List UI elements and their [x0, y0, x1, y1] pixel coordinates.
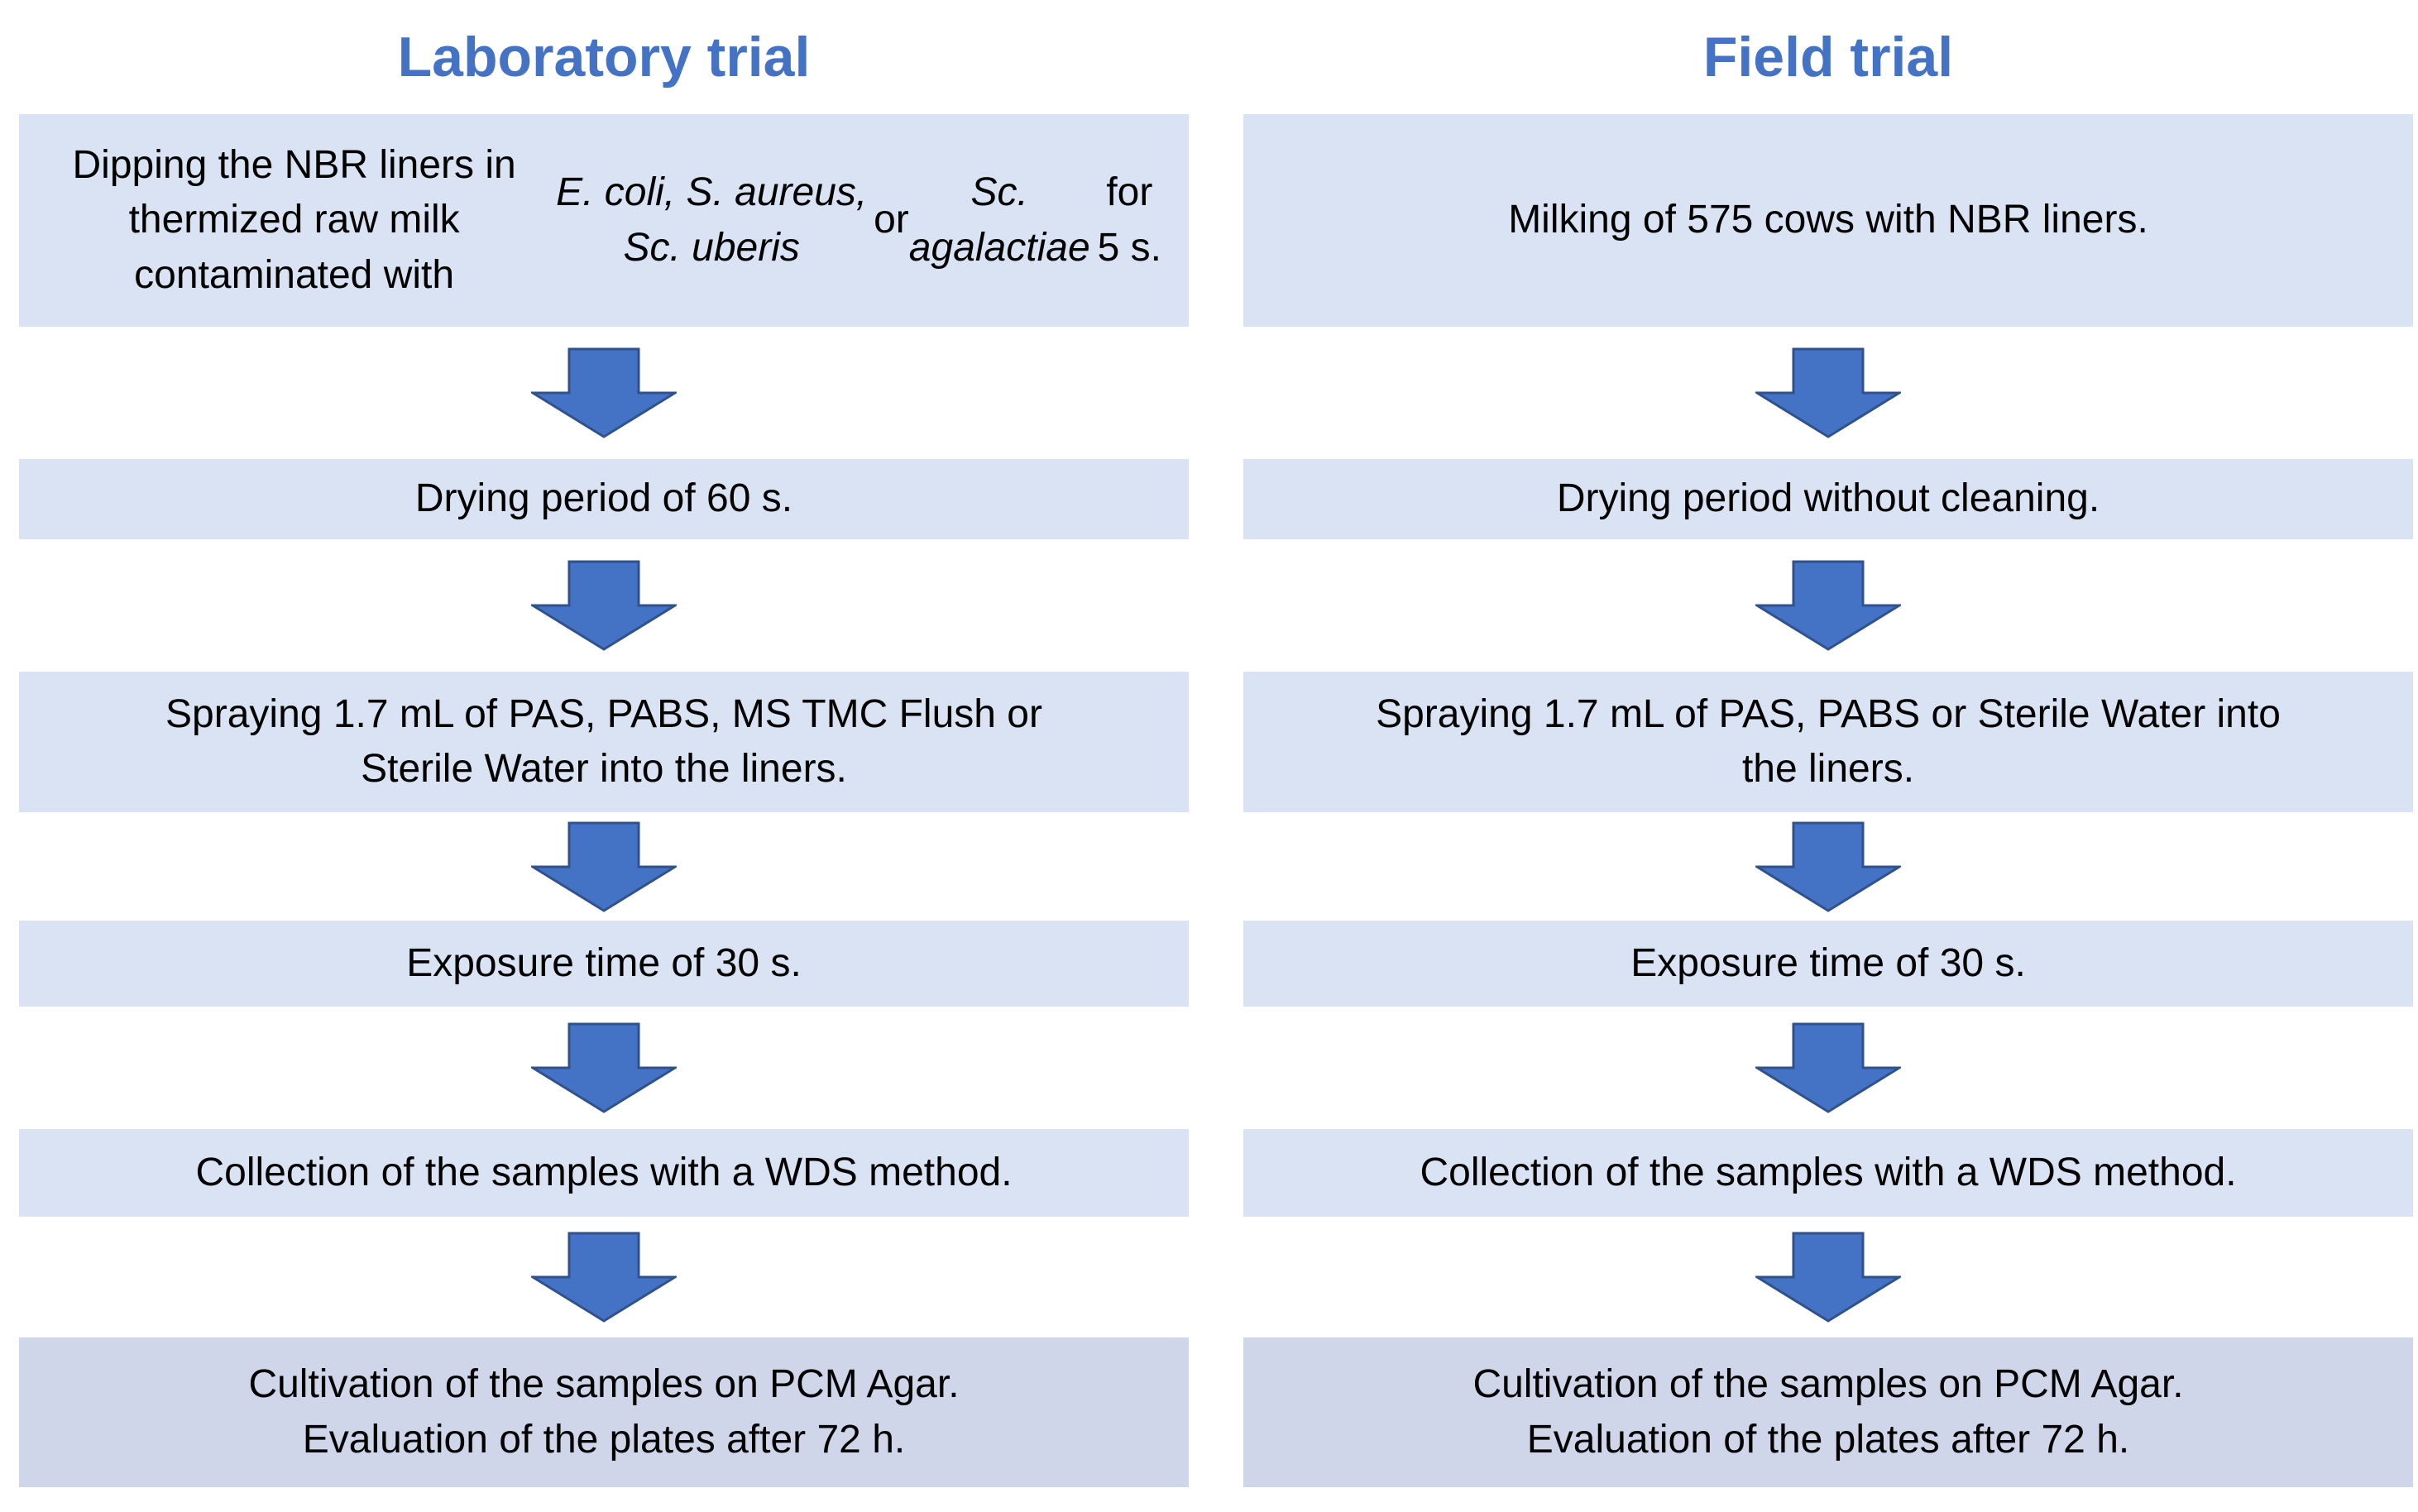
- box-text: Collection of the samples with a WDS met…: [1420, 1150, 2237, 1194]
- flow-step-box: Spraying 1.7 mL of PAS, PABS, MS TMC Flu…: [19, 672, 1189, 812]
- box-text: Cultivation of the samples on PCM Agar. …: [1472, 1362, 2184, 1462]
- flow-step-box: Cultivation of the samples on PCM Agar. …: [19, 1337, 1189, 1487]
- box-text-italic: Sc. agalactiae: [908, 170, 1090, 270]
- box-text: Drying period without cleaning.: [1556, 476, 2100, 521]
- box-text: or: [874, 198, 909, 242]
- flow-step-box: Collection of the samples with a WDS met…: [1243, 1129, 2413, 1217]
- block-down-arrow-icon: [531, 1232, 677, 1323]
- block-down-arrow-icon: [1755, 1022, 1901, 1113]
- box-text: Exposure time of 30 s.: [1630, 940, 2026, 985]
- box-text: Drying period of 60 s.: [414, 476, 793, 521]
- field-trial-column: Field trial Milking of 575 cows with NBR…: [1243, 0, 2413, 1487]
- arrow-zone: [19, 539, 1189, 672]
- arrow-zone: [19, 327, 1189, 459]
- box-text: Spraying 1.7 mL of PAS, PABS, MS TMC Flu…: [165, 691, 1042, 791]
- arrow-zone: [1243, 327, 2413, 459]
- block-down-arrow-icon: [1755, 347, 1901, 438]
- laboratory-trial-column: Laboratory trial Dipping the NBR liners …: [19, 0, 1189, 1487]
- arrow-zone: [19, 1217, 1189, 1337]
- block-down-arrow-icon: [531, 560, 677, 651]
- flow-step-box: Milking of 575 cows with NBR liners.: [1243, 114, 2413, 327]
- block-down-arrow-icon: [1755, 560, 1901, 651]
- field-trial-flow: Milking of 575 cows with NBR liners. Dry…: [1243, 114, 2413, 1487]
- box-text: Dipping the NBR liners in thermized raw …: [72, 143, 516, 297]
- box-text: Collection of the samples with a WDS met…: [195, 1150, 1013, 1194]
- box-text-italic: E. coli, S. aureus, Sc. uberis: [556, 170, 868, 270]
- arrow-zone: [1243, 539, 2413, 672]
- flow-step-box: Drying period without cleaning.: [1243, 459, 2413, 539]
- flow-step-box: Exposure time of 30 s.: [1243, 921, 2413, 1007]
- arrow-zone: [1243, 812, 2413, 921]
- box-text: Exposure time of 30 s.: [406, 940, 802, 985]
- box-text: Spraying 1.7 mL of PAS, PABS or Sterile …: [1376, 691, 2281, 791]
- flow-step-box: Drying period of 60 s.: [19, 459, 1189, 539]
- box-text: Cultivation of the samples on PCM Agar. …: [248, 1362, 960, 1462]
- flow-step-box: Exposure time of 30 s.: [19, 921, 1189, 1007]
- flow-step-box: Dipping the NBR liners in thermized raw …: [19, 114, 1189, 327]
- box-text: Milking of 575 cows with NBR liners.: [1508, 198, 2148, 242]
- column-title-field: Field trial: [1702, 26, 1954, 89]
- column-title-laboratory: Laboratory trial: [397, 26, 811, 89]
- block-down-arrow-icon: [1755, 1232, 1901, 1323]
- block-down-arrow-icon: [531, 347, 677, 438]
- flow-step-box: Cultivation of the samples on PCM Agar. …: [1243, 1337, 2413, 1487]
- box-text: for 5 s.: [1097, 170, 1161, 270]
- laboratory-trial-flow: Dipping the NBR liners in thermized raw …: [19, 114, 1189, 1487]
- arrow-zone: [19, 812, 1189, 921]
- block-down-arrow-icon: [531, 1022, 677, 1113]
- block-down-arrow-icon: [531, 821, 677, 912]
- block-down-arrow-icon: [1755, 821, 1901, 912]
- arrow-zone: [19, 1007, 1189, 1129]
- arrow-zone: [1243, 1007, 2413, 1129]
- flow-step-box: Spraying 1.7 mL of PAS, PABS or Sterile …: [1243, 672, 2413, 812]
- arrow-zone: [1243, 1217, 2413, 1337]
- flow-step-box: Collection of the samples with a WDS met…: [19, 1129, 1189, 1217]
